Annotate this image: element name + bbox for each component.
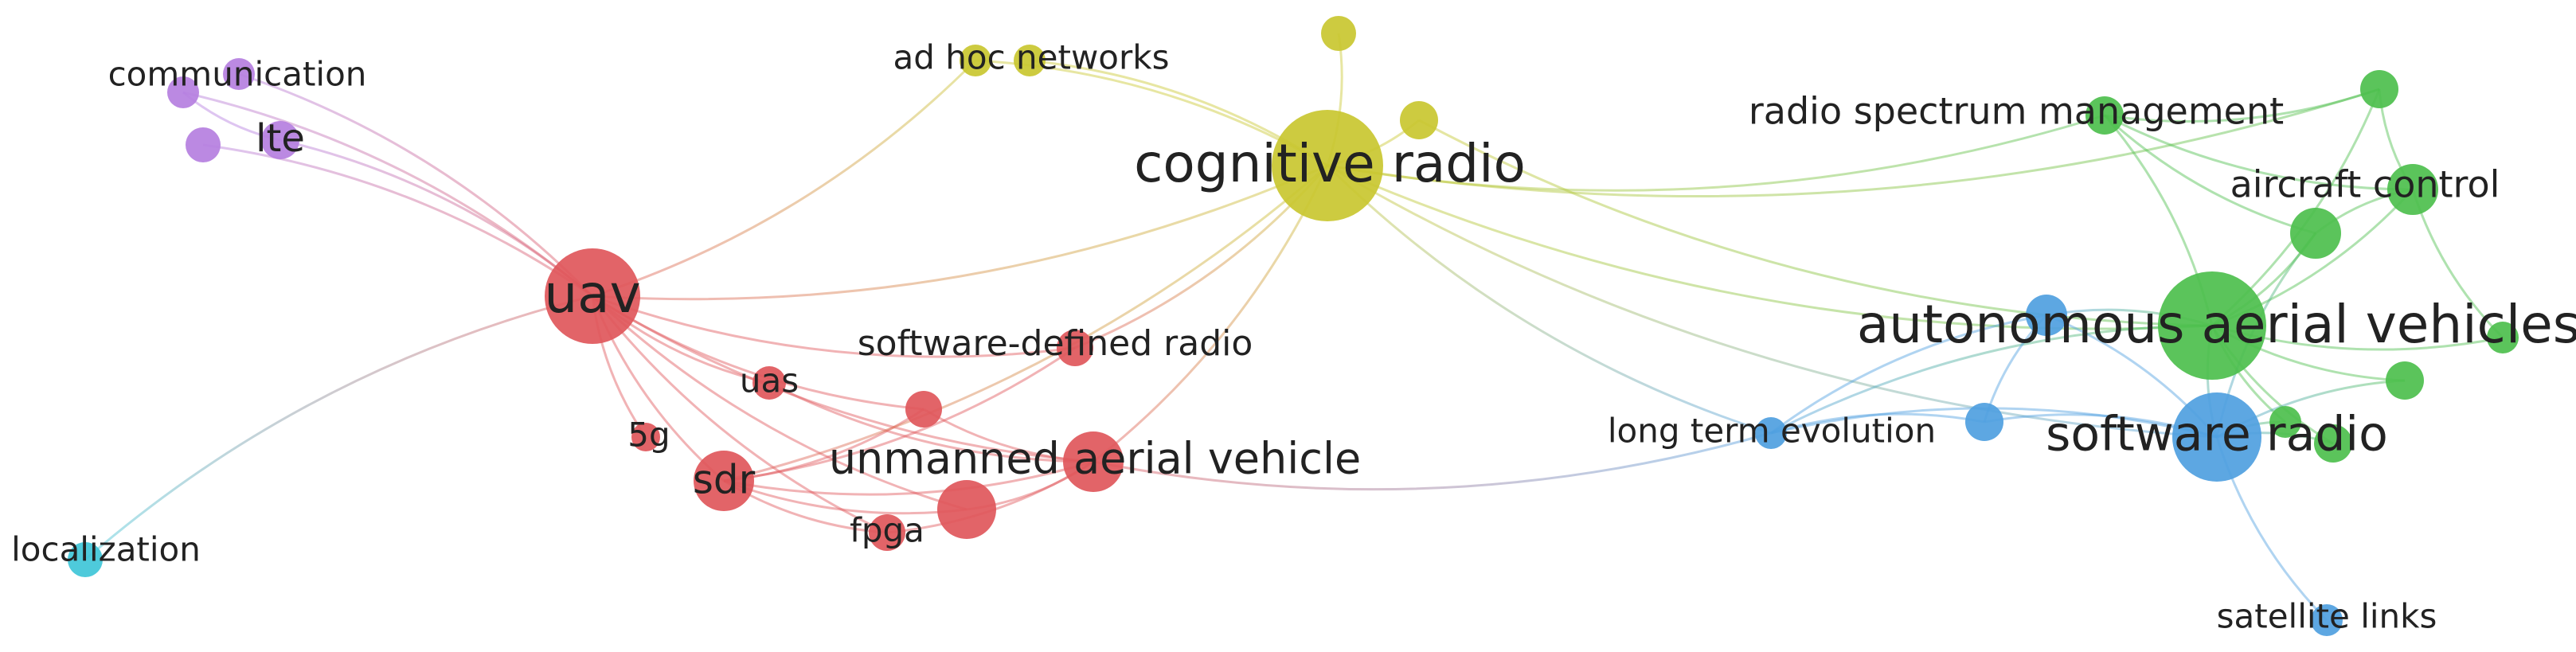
link-autonomous-longterm (1770, 324, 2213, 435)
node-yellow_top[interactable] (1321, 16, 1356, 51)
link-blue_top-longterm (1770, 314, 2047, 435)
link-uav-cognitive (592, 164, 1328, 301)
node-adhoc2[interactable] (1014, 45, 1046, 76)
node-uav[interactable] (545, 248, 640, 344)
label-satellite: satellite links (2217, 597, 2437, 636)
link-unmanned-longterm (1093, 431, 1772, 491)
label-lte: lte (256, 116, 305, 161)
link-cognitive-longterm (1326, 164, 1772, 435)
label-uav: uav (544, 264, 640, 325)
node-green_r1[interactable] (2487, 322, 2519, 353)
node-yellow_mid[interactable] (1400, 101, 1438, 139)
label-autonomous: autonomous aerial vehicles (1857, 294, 2576, 355)
link-cognitive-software (1327, 164, 2218, 439)
link-uav-red_big (591, 295, 967, 511)
node-localization[interactable] (68, 542, 103, 577)
node-fpga[interactable] (869, 514, 905, 551)
nodes-layer (68, 16, 2519, 636)
node-green_r2[interactable] (2386, 361, 2424, 400)
node-unmanned[interactable] (1063, 431, 1124, 492)
label-5g: 5g (627, 416, 670, 455)
link-uav-localization (84, 295, 593, 561)
node-cognitive[interactable] (1272, 110, 1383, 221)
node-communication[interactable] (167, 76, 199, 108)
node-red_small[interactable] (905, 391, 942, 428)
node-comm4[interactable] (186, 127, 221, 162)
label-sdr: sdr (693, 457, 756, 503)
node-longterm[interactable] (1755, 417, 1787, 449)
node-green_tr[interactable] (2360, 70, 2398, 108)
label-spectrum: radio spectrum management (1749, 90, 2284, 133)
node-blue_mid[interactable] (1965, 403, 2003, 441)
link-uav-communication (182, 91, 593, 298)
label-sdradio: software-defined radio (858, 323, 1253, 364)
link-spectrum-aircraft (2104, 114, 2414, 191)
label-adhoc: ad hoc networks (893, 38, 1170, 77)
node-green_big2[interactable] (2290, 208, 2341, 259)
link-uav-sdradio (592, 295, 1076, 358)
label-uas: uas (740, 361, 799, 400)
link-sdr-red_big (723, 479, 967, 515)
link-uav-lte (279, 139, 593, 298)
node-satellite[interactable] (2311, 604, 2343, 636)
node-green_r3[interactable] (2269, 406, 2301, 438)
label-longterm: long term evolution (1608, 412, 1936, 451)
node-comm2[interactable] (223, 58, 255, 90)
link-uav-unmanned (592, 295, 1094, 463)
node-adhoc[interactable] (960, 45, 991, 76)
node-blue_top[interactable] (2026, 295, 2067, 336)
link-spectrum-green_tr (2104, 88, 2380, 123)
node-software[interactable] (2172, 392, 2261, 482)
label-fpga: fpga (850, 511, 924, 550)
link-cognitive-autonomous (1327, 164, 2213, 330)
link-uav-fpga (591, 295, 888, 534)
link-uav-comm2 (238, 72, 594, 298)
link-unmanned-cognitive (1093, 165, 1329, 463)
node-autonomous[interactable] (2158, 271, 2266, 380)
label-cognitive: cognitive radio (1134, 133, 1526, 194)
label-communication: communication (108, 55, 367, 94)
link-uav-red_small (592, 295, 924, 411)
link-spectrum-green_big2 (2103, 114, 2316, 235)
node-sdradio[interactable] (1057, 330, 1093, 366)
node-spectrum[interactable] (2085, 96, 2124, 135)
link-uas-unmanned (768, 381, 1094, 463)
node-lte[interactable] (261, 121, 299, 159)
node-aircraft[interactable] (2387, 164, 2438, 215)
link-uav-comm4 (202, 143, 593, 298)
link-uav-adhoc (592, 59, 977, 298)
label-localization: localization (11, 530, 201, 569)
node-sdr[interactable] (694, 451, 754, 511)
link-sdr-sdradio (723, 346, 1076, 482)
labels-layer: communication lte localization uav uas 5g sdr f… (11, 38, 2576, 636)
label-software: software radio (2046, 407, 2388, 463)
link-blue_mid-longterm (1770, 412, 1985, 435)
link-sdr-unmanned (723, 460, 1094, 496)
node-green_sw[interactable] (2314, 424, 2352, 463)
label-aircraft: aircraft control (2230, 163, 2500, 206)
label-unmanned: unmanned aerial vehicle (829, 434, 1361, 484)
node-red_big[interactable] (937, 480, 996, 539)
node-uas[interactable] (752, 366, 786, 400)
link-cognitive-green_tr (1327, 88, 2380, 198)
link-yellow_mid-autonomous (1418, 119, 2213, 327)
link-sdr-cognitive (723, 164, 1328, 482)
node-5g[interactable] (631, 423, 660, 451)
